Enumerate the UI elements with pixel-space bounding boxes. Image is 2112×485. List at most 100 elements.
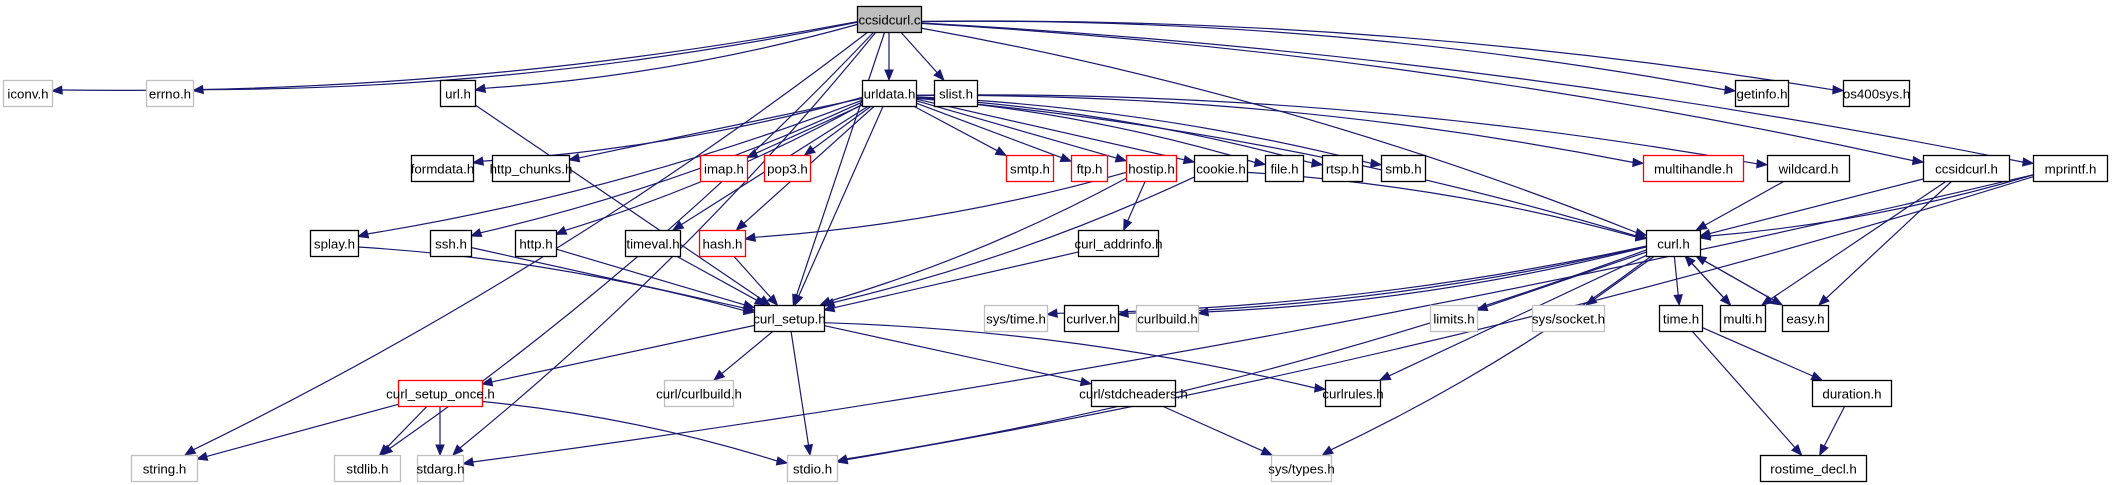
node-curlbuild-h[interactable]: curlbuild.h [1135,304,1200,333]
node-box[interactable] [1531,304,1606,333]
node-box[interactable] [397,379,484,408]
node-os400sys-h[interactable]: os400sys.h [1842,79,1911,108]
node-box[interactable] [1324,379,1382,408]
node-curl-stdcheaders-h[interactable]: curl/stdcheaders.h [1079,379,1188,408]
node-smb-h[interactable]: smb.h [1380,154,1427,183]
node-box[interactable] [1264,154,1305,183]
node-box[interactable] [1270,454,1333,483]
node-box[interactable] [1811,379,1893,408]
node-cookie-h[interactable]: cookie.h [1193,154,1249,183]
node-mprintf-h[interactable]: mprintf.h [2032,154,2109,183]
node-formdata-h[interactable]: formdata.h [410,154,475,183]
node-box[interactable] [1759,454,1868,483]
node-ssh-h[interactable]: ssh.h [429,229,473,258]
node-curl-curlbuild-h[interactable]: curl/curlbuild.h [656,379,742,408]
node-stdarg-h[interactable]: stdarg.h [416,454,465,483]
node-box[interactable] [698,229,747,258]
node-box[interactable] [753,304,826,333]
node-url-h[interactable]: url.h [439,79,477,108]
node-curl-h[interactable]: curl.h [1645,229,1702,258]
node-file-h[interactable]: file.h [1264,154,1305,183]
node-duration-h[interactable]: duration.h [1811,379,1893,408]
node-box[interactable] [1193,154,1249,183]
node-box[interactable] [2032,154,2109,183]
node-limits-h[interactable]: limits.h [1429,304,1479,333]
node-box[interactable] [491,154,571,183]
node-box[interactable] [1766,154,1851,183]
node-box[interactable] [786,454,839,483]
node-sys-socket-h[interactable]: sys/socket.h [1531,304,1606,333]
node-box[interactable] [1380,154,1427,183]
node-urldata-h[interactable]: urldata.h [861,79,918,108]
node-box[interactable] [1135,304,1200,333]
node-box[interactable] [1781,304,1830,333]
node-box[interactable] [2,79,54,108]
node-splay-h[interactable]: splay.h [309,229,360,258]
node-box[interactable] [333,454,402,483]
node-box[interactable] [1005,154,1055,183]
node-curl-setup-h[interactable]: curl_setup.h [753,304,826,333]
node-errno-h[interactable]: errno.h [145,79,195,108]
node-timeval-h[interactable]: timeval.h [624,229,682,258]
node-stdio-h[interactable]: stdio.h [786,454,839,483]
node-hash-h[interactable]: hash.h [698,229,747,258]
node-box[interactable] [1125,154,1178,183]
node-box[interactable] [1321,154,1364,183]
node-box[interactable] [663,379,735,408]
node-sys-types-h[interactable]: sys/types.h [1268,454,1335,483]
node-ccsidcurl-h[interactable]: ccsidcurl.h [1922,154,2011,183]
node-box[interactable] [1719,304,1767,333]
node-box[interactable] [429,229,473,258]
node-time-h[interactable]: time.h [1658,304,1704,333]
node-sys-time-h[interactable]: sys/time.h [983,304,1049,333]
node-box[interactable] [410,154,475,183]
node-box[interactable] [861,79,918,108]
node-string-h[interactable]: string.h [130,454,199,483]
node-box[interactable] [130,454,199,483]
node-box[interactable] [1922,154,2011,183]
node-box[interactable] [1070,154,1109,183]
node-box[interactable] [514,229,558,258]
node-getinfo-h[interactable]: getinfo.h [1734,79,1790,108]
node-box[interactable] [1842,79,1911,108]
node-http-chunks-h[interactable]: http_chunks.h [490,154,573,183]
node-ccsidcurl-c[interactable]: ccsidcurl.c [856,5,923,34]
node-box[interactable] [856,5,923,34]
node-box[interactable] [309,229,360,258]
node-slist-h[interactable]: slist.h [933,79,979,108]
node-smtp-h[interactable]: smtp.h [1005,154,1055,183]
node-box[interactable] [983,304,1049,333]
node-ftp-h[interactable]: ftp.h [1070,154,1109,183]
node-box[interactable] [624,229,682,258]
node-http-h[interactable]: http.h [514,229,558,258]
node-hostip-h[interactable]: hostip.h [1125,154,1178,183]
node-box[interactable] [439,79,477,108]
node-box[interactable] [1658,304,1704,333]
node-box[interactable] [933,79,979,108]
node-box[interactable] [763,154,812,183]
node-curlver-h[interactable]: curlver.h [1063,304,1120,333]
node-wildcard-h[interactable]: wildcard.h [1766,154,1851,183]
node-curl-addrinfo-h[interactable]: curl_addrinfo.h [1075,229,1163,258]
node-box[interactable] [1642,154,1745,183]
node-box[interactable] [1077,229,1160,258]
node-imap-h[interactable]: imap.h [699,154,749,183]
node-box[interactable] [1063,304,1120,333]
node-box[interactable] [1645,229,1702,258]
node-box[interactable] [416,454,465,483]
node-curlrules-h[interactable]: curlrules.h [1322,379,1384,408]
node-easy-h[interactable]: easy.h [1781,304,1830,333]
node-box[interactable] [699,154,749,183]
node-pop3-h[interactable]: pop3.h [763,154,812,183]
node-box[interactable] [1090,379,1177,408]
node-curl-setup-once-h[interactable]: curl_setup_once.h [386,379,495,408]
node-multi-h[interactable]: multi.h [1719,304,1767,333]
node-box[interactable] [1734,79,1790,108]
node-stdlib-h[interactable]: stdlib.h [333,454,402,483]
node-box[interactable] [1429,304,1479,333]
node-rtsp-h[interactable]: rtsp.h [1321,154,1364,183]
node-multihandle-h[interactable]: multihandle.h [1642,154,1745,183]
node-iconv-h[interactable]: iconv.h [2,79,54,108]
node-rostime-decl-h[interactable]: rostime_decl.h [1759,454,1868,483]
node-box[interactable] [145,79,195,108]
